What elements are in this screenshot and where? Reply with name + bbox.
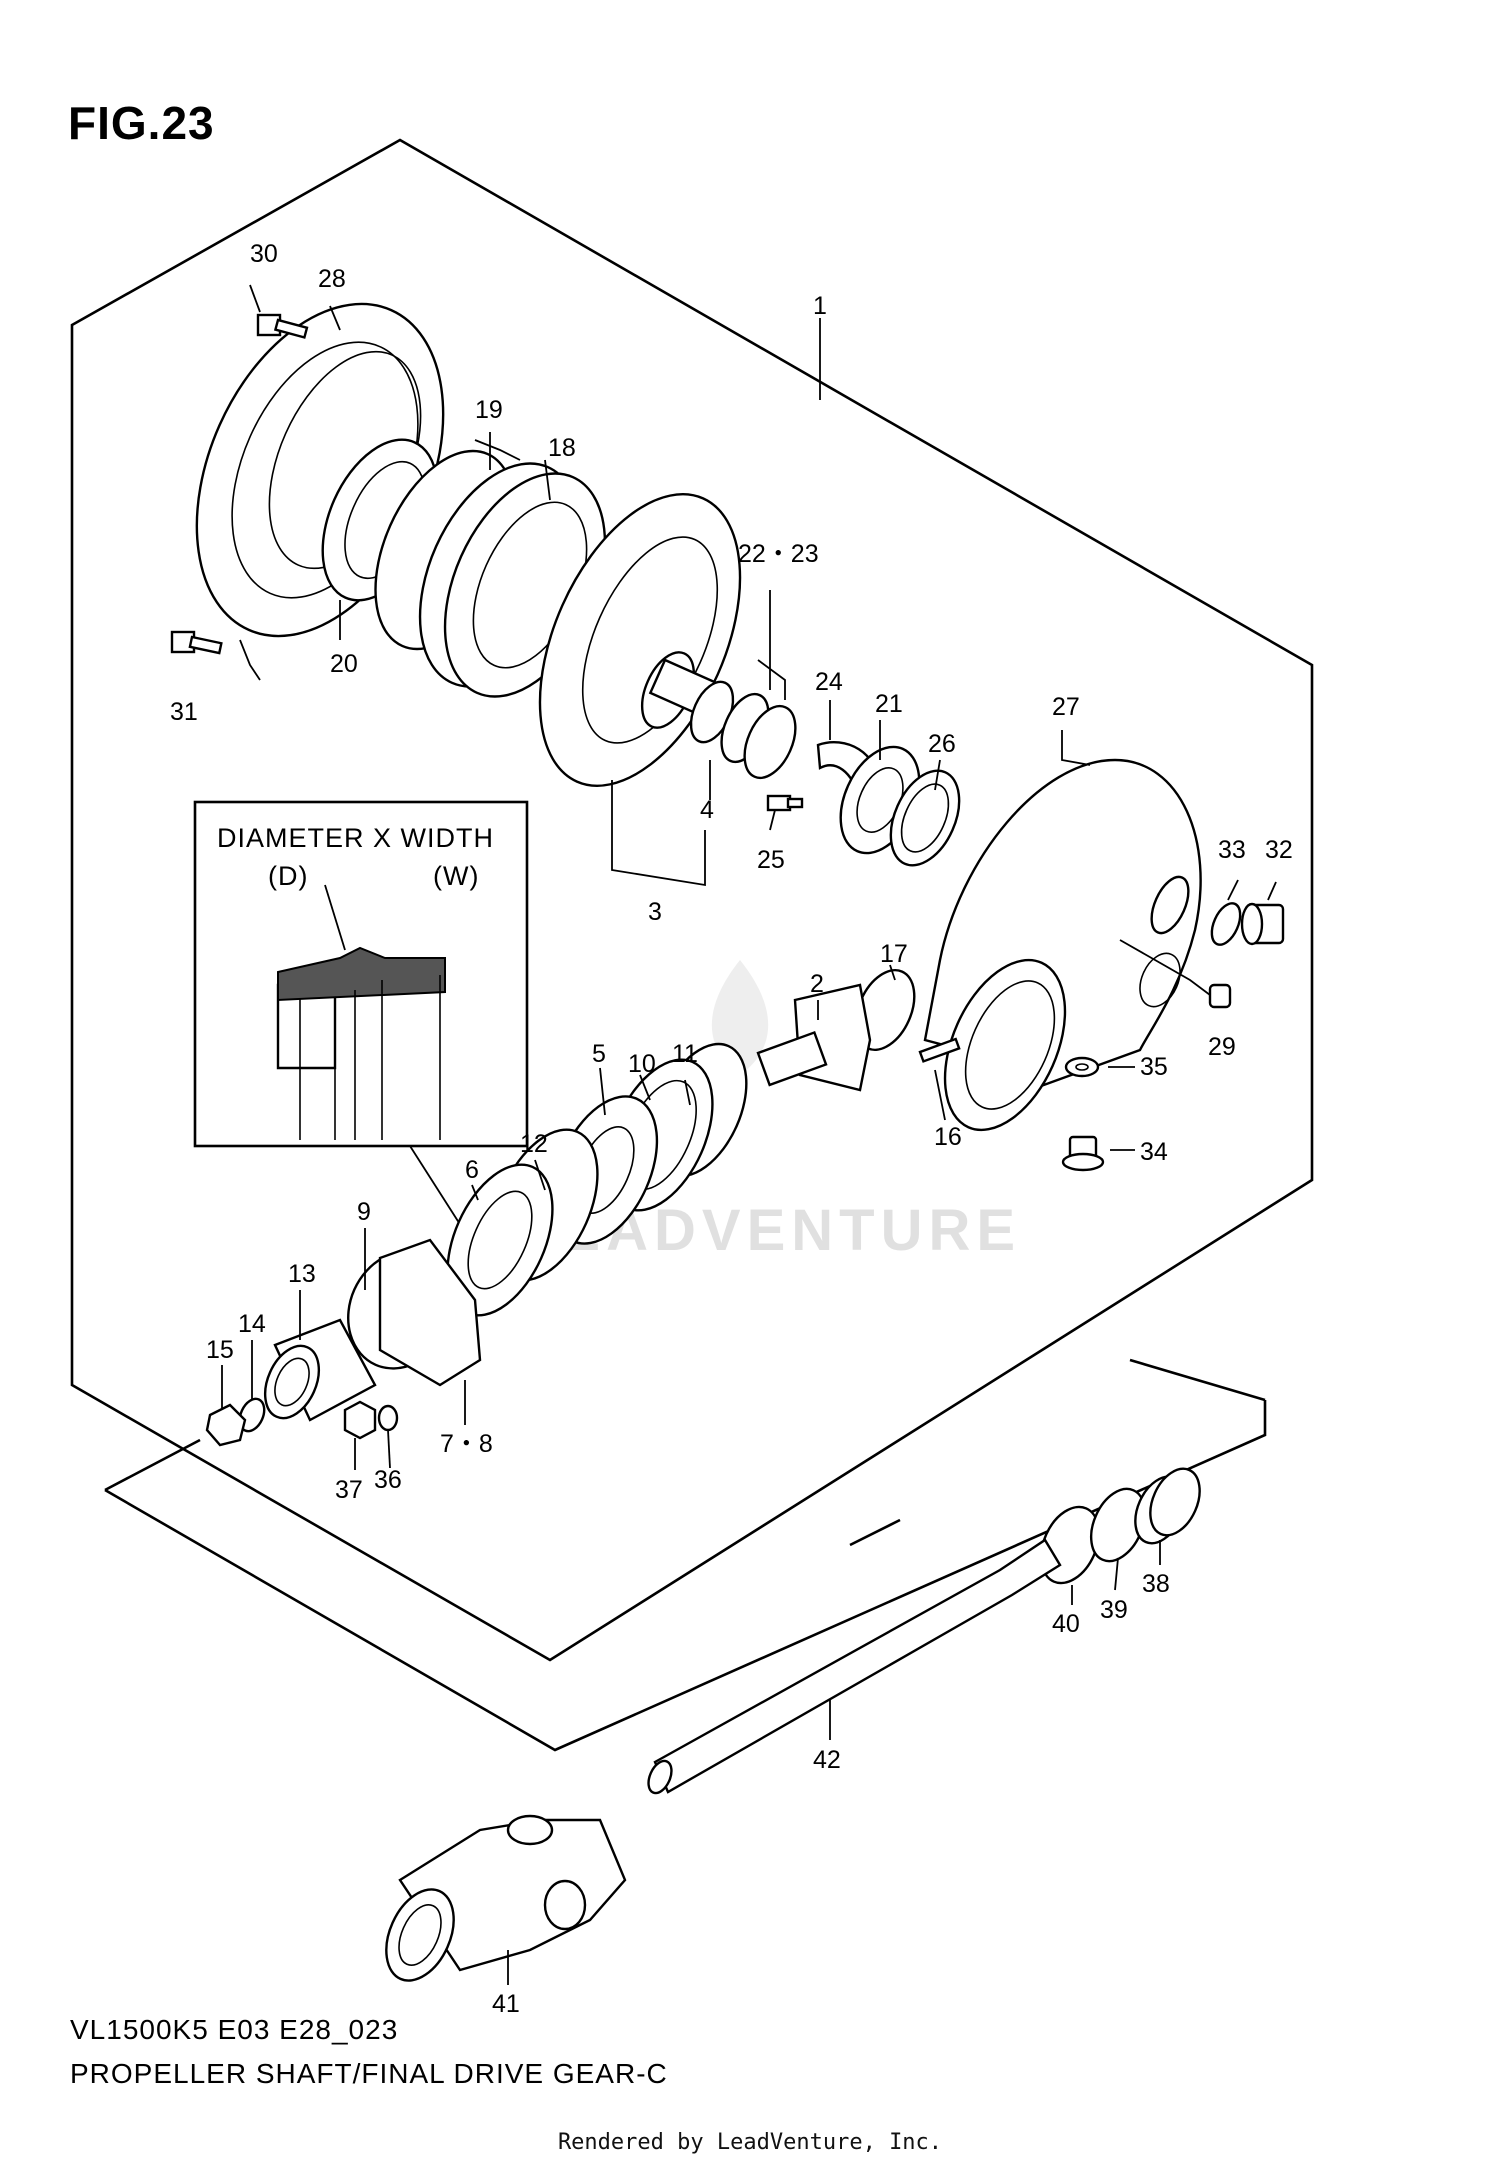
callout-32: 32 — [1265, 836, 1293, 864]
part-36-washer — [377, 1404, 399, 1432]
callout-24: 24 — [815, 668, 843, 696]
callout-15: 15 — [206, 1336, 234, 1364]
callout-35: 35 — [1140, 1053, 1168, 1081]
part-15-nut — [205, 1403, 247, 1447]
part-38-spring — [1134, 1467, 1201, 1545]
callout-38: 38 — [1142, 1570, 1170, 1598]
part-32-plug — [1240, 902, 1285, 946]
part-25-bolt — [766, 794, 804, 812]
shaft-frame — [104, 1358, 1267, 1752]
callout-13: 13 — [288, 1260, 316, 1288]
callout-22-23: 22・23 — [738, 540, 819, 568]
callout-33: 33 — [1218, 836, 1246, 864]
part-33-o-ring — [1210, 902, 1242, 946]
part-30-bolt — [256, 313, 309, 339]
callout-14: 14 — [238, 1310, 266, 1338]
figure-title: FIG.23 — [68, 97, 215, 149]
assembly-frame — [70, 138, 1314, 1662]
callout-1: 1 — [813, 292, 827, 320]
dimension-inset: DIAMETER X WIDTH (D) (W) — [193, 800, 529, 1241]
part-35-washer — [1064, 1056, 1100, 1078]
callout-16: 16 — [934, 1123, 962, 1151]
callout-26: 26 — [928, 730, 956, 758]
part-27-gear-housing — [923, 758, 1202, 1132]
part-16-stud — [918, 1037, 961, 1063]
callout-36: 36 — [374, 1466, 402, 1494]
inset-heading: DIAMETER X WIDTH — [217, 823, 494, 853]
part-31-bolt — [170, 630, 223, 655]
callout-37: 37 — [335, 1476, 363, 1504]
part-2-pinion-gear — [756, 983, 872, 1092]
callout-21: 21 — [875, 690, 903, 718]
part-22-23-shim — [720, 692, 797, 780]
part-6-collar — [446, 1163, 554, 1317]
callout-7-8: 7・8 — [440, 1430, 493, 1458]
figure-description: PROPELLER SHAFT/FINAL DRIVE GEAR-C — [70, 2058, 668, 2089]
callout-42: 42 — [813, 1746, 841, 1774]
callout-25: 25 — [757, 846, 785, 874]
render-credit: Rendered by LeadVenture, Inc. — [557, 2130, 943, 2155]
callout-39: 39 — [1100, 1596, 1128, 1624]
part-42-propeller-shaft — [647, 1538, 1062, 1795]
callout-5: 5 — [592, 1040, 606, 1068]
inset-label-d: (D) — [268, 861, 308, 891]
callout-10: 10 — [628, 1050, 656, 1078]
part-26-ring — [889, 769, 961, 867]
part-34-drain-bolt — [1061, 1135, 1105, 1172]
callout-19: 19 — [475, 396, 503, 424]
part-14-washer — [238, 1397, 266, 1433]
callout-31: 31 — [170, 698, 198, 726]
inset-label-w: (W) — [433, 861, 479, 891]
part-7-8-retainer — [378, 1238, 482, 1387]
callout-17: 17 — [880, 940, 908, 968]
callout-2: 2 — [810, 970, 824, 998]
model-code: VL1500K5 E03 E28_023 — [70, 2014, 399, 2045]
part-29-breather — [1208, 983, 1232, 1009]
callout-11: 11 — [672, 1040, 698, 1068]
callout-4: 4 — [700, 796, 714, 824]
callout-29: 29 — [1208, 1033, 1236, 1061]
part-3-ring-gear — [538, 493, 742, 787]
callout-28: 28 — [318, 265, 346, 293]
callout-34: 34 — [1140, 1138, 1168, 1166]
callout-27: 27 — [1052, 693, 1080, 721]
callout-3: 3 — [648, 898, 662, 926]
callout-40: 40 — [1052, 1610, 1080, 1638]
leader-lines — [221, 284, 1277, 1985]
callout-9: 9 — [357, 1198, 371, 1226]
callout-12: 12 — [520, 1130, 548, 1158]
part-37-nut — [343, 1400, 377, 1440]
callout-18: 18 — [548, 434, 576, 462]
callout-41: 41 — [492, 1990, 520, 2018]
callout-6: 6 — [465, 1156, 479, 1184]
callout-20: 20 — [330, 650, 358, 678]
seal-cross-section-icon — [276, 884, 446, 1140]
part-13-coupling — [263, 1318, 377, 1422]
callout-30: 30 — [250, 240, 278, 268]
callout-labels: 30 28 1 19 18 22・23 24 21 26 27 20 31 4 … — [170, 240, 1293, 2018]
part-41-universal-joint — [385, 1814, 627, 1982]
